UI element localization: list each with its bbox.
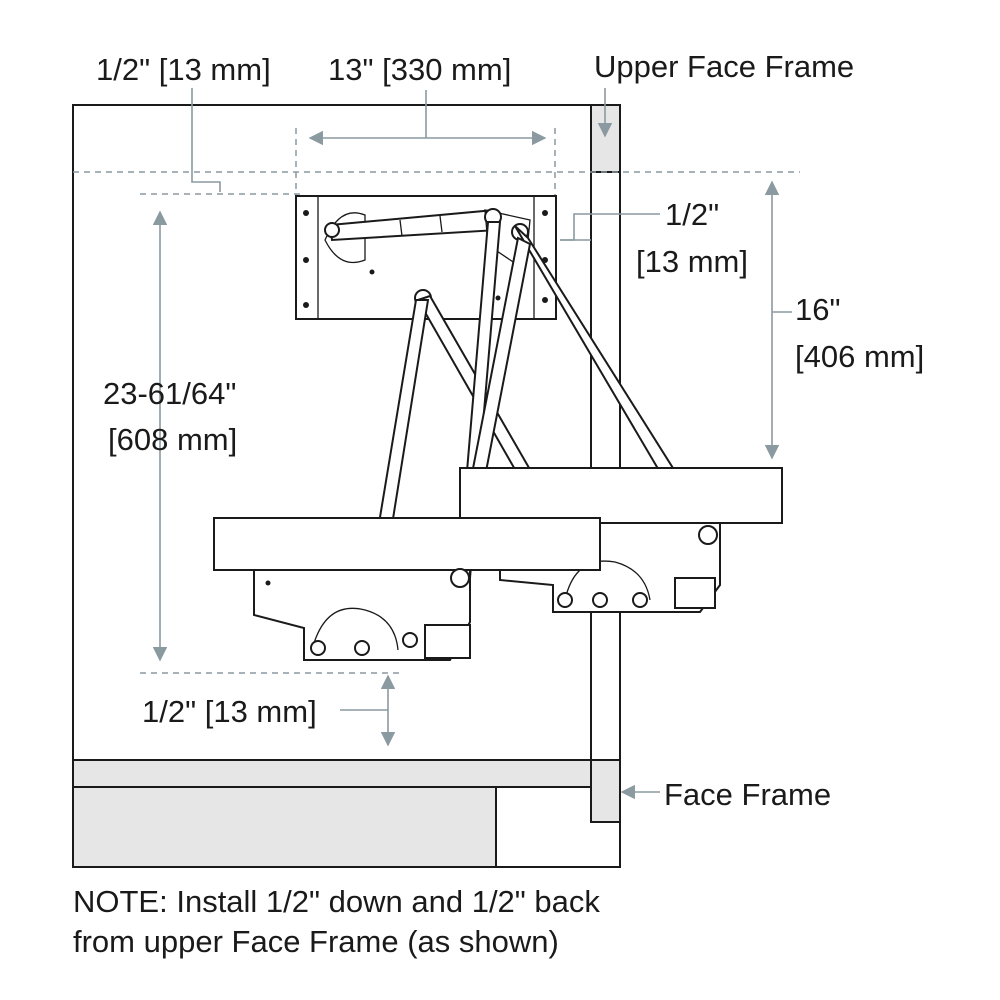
drawer-below xyxy=(72,786,497,868)
travel-label-line1: 16" xyxy=(795,292,841,327)
height-label-line1: 23-61/64" xyxy=(103,376,236,411)
mounting-bracket xyxy=(295,195,557,320)
dimension-lines xyxy=(152,88,792,800)
reference-lines xyxy=(73,128,800,674)
top-offset-label: 1/2" [13 mm] xyxy=(96,52,271,87)
top-offset-leader xyxy=(191,88,221,192)
note-line-1: NOTE: Install 1/2" down and 1/2" back xyxy=(73,884,600,919)
travel-label-line2: [406 mm] xyxy=(795,339,924,374)
upper-face-frame-label: Upper Face Frame xyxy=(594,49,854,84)
width-label: 13" [330 mm] xyxy=(328,52,511,87)
cabinet-bottom-shelf xyxy=(72,759,621,788)
shelf-lowered xyxy=(213,517,601,661)
back-offset-label-line2: [13 mm] xyxy=(636,244,748,279)
raised-shelf-board xyxy=(459,467,783,524)
face-frame-bar xyxy=(590,759,621,823)
install-note: NOTE: Install 1/2" down and 1/2" back fr… xyxy=(73,884,600,959)
back-offset-label-line1: 1/2" xyxy=(665,197,719,232)
height-label-line2: [608 mm] xyxy=(108,422,237,457)
dimension-labels: 1/2" [13 mm] 13" [330 mm] Upper Face Fra… xyxy=(96,49,924,812)
note-line-2: from upper Face Frame (as shown) xyxy=(73,924,559,959)
face-frame-label: Face Frame xyxy=(664,777,831,812)
lowered-shelf-board xyxy=(213,517,601,571)
bottom-offset-label: 1/2" [13 mm] xyxy=(142,694,317,729)
